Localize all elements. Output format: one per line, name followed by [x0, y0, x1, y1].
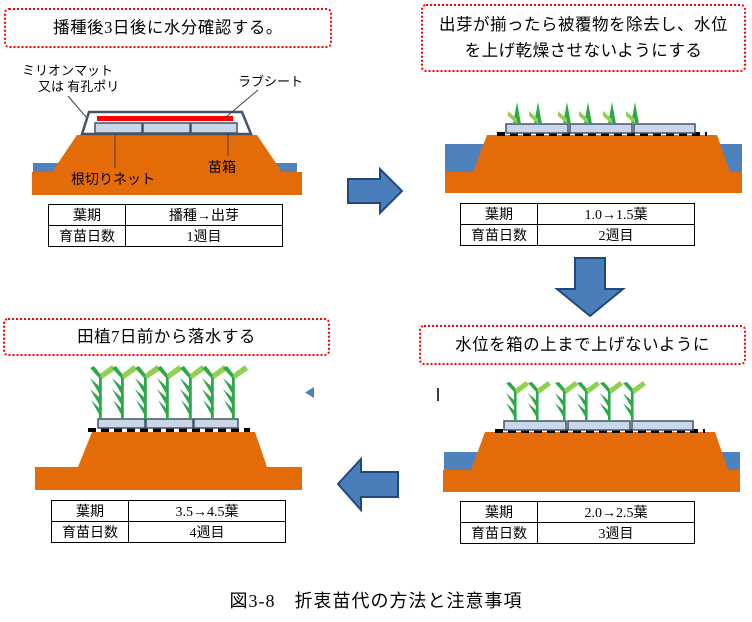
note-text: 田植7日前から落水する [77, 327, 256, 347]
seedbed-diagram-week3 [443, 381, 740, 492]
stray-triangle-mark [305, 387, 314, 398]
seedlings [506, 381, 646, 421]
note-text: 出芽が揃ったら被覆物を除去し、水位 [439, 15, 728, 35]
table-row: 育苗日数 4週目 [51, 521, 286, 543]
note-box-week1: 播種後3日後に水分確認する。 [4, 8, 332, 48]
soil-base [32, 172, 302, 195]
seedling-trays [505, 123, 696, 134]
table-cell-value: 1.0→1.5葉 [537, 203, 695, 225]
stray-mark [437, 388, 439, 401]
stage-table-week2: 葉期 1.0→1.5葉 育苗日数 2週目 [460, 203, 695, 246]
label-cover-mat-line1: ミリオンマット [22, 63, 114, 78]
table-row: 育苗日数 3週目 [460, 522, 695, 544]
table-cell-label: 葉期 [51, 500, 129, 522]
note-box-week3: 水位を箱の上まで上げないように [419, 325, 746, 365]
note-text: 水位を箱の上まで上げないように [455, 335, 710, 355]
label-root-cut-net: 根切りネット [71, 173, 155, 188]
table-cell-label: 育苗日数 [51, 521, 129, 543]
seedlings [90, 365, 248, 419]
table-cell-label: 育苗日数 [460, 522, 538, 544]
table-cell-label: 育苗日数 [48, 225, 126, 247]
seedling-trays [94, 122, 238, 134]
flow-arrow-left-icon [336, 457, 399, 513]
soil-mound [52, 135, 282, 172]
note-box-week2: 出芽が揃ったら被覆物を除去し、水位 を上げ乾燥させないようにする [421, 4, 746, 72]
soil-base [445, 172, 742, 193]
seedbed-diagram-week2 [445, 102, 742, 193]
note-text: 播種後3日後に水分確認する。 [53, 18, 283, 38]
table-row: 育苗日数 2週目 [460, 224, 695, 246]
label-cover-mat-line2: 又は 有孔ポリ [38, 79, 120, 94]
table-cell-value: 3.5→4.5葉 [128, 500, 286, 522]
seedbed-diagram-week4 [35, 365, 302, 490]
table-cell-label: 葉期 [48, 204, 126, 226]
seedling-trays [97, 418, 239, 429]
table-row: 葉期 3.5→4.5葉 [51, 500, 286, 522]
table-cell-value: 1週目 [125, 225, 283, 247]
note-box-week4: 田植7日前から落水する [3, 318, 330, 356]
table-cell-value: 4週目 [128, 521, 286, 543]
soil-mound [78, 432, 267, 467]
seedling-trays [503, 420, 694, 431]
soil-mound [473, 135, 730, 172]
table-cell-label: 葉期 [460, 501, 538, 523]
table-row: 葉期 2.0→2.5葉 [460, 501, 695, 523]
table-row: 葉期 播種→出芽 [48, 204, 283, 226]
table-cell-value: 播種→出芽 [125, 204, 283, 226]
label-love-sheet: ラブシート [238, 74, 304, 89]
note-text: を上げ乾燥させないようにする [464, 41, 703, 60]
soil-base [35, 467, 302, 490]
table-row: 葉期 1.0→1.5葉 [460, 203, 695, 225]
table-row: 育苗日数 1週目 [48, 225, 283, 247]
flow-arrow-right-icon [347, 167, 404, 215]
stage-table-week4: 葉期 3.5→4.5葉 育苗日数 4週目 [51, 500, 286, 543]
table-cell-label: 育苗日数 [460, 224, 538, 246]
leader-love-sheet [225, 89, 259, 118]
flow-arrow-down-icon [554, 257, 626, 318]
table-cell-label: 葉期 [460, 203, 538, 225]
soil-base [443, 470, 740, 492]
sprouts [508, 102, 639, 124]
stage-table-week1: 葉期 播種→出芽 育苗日数 1週目 [48, 204, 283, 247]
leader-cover-mat [67, 95, 87, 118]
water-left [33, 163, 77, 172]
label-seedling-tray: 苗箱 [208, 161, 236, 176]
soil-mound [471, 432, 728, 470]
stage-table-week3: 葉期 2.0→2.5葉 育苗日数 3週目 [460, 501, 695, 544]
seedbed-diagram-week1 [32, 89, 302, 195]
love-sheet [97, 116, 233, 121]
table-cell-value: 2週目 [537, 224, 695, 246]
figure-caption: 図3-8 折衷苗代の方法と注意事項 [229, 591, 523, 611]
table-cell-value: 2.0→2.5葉 [537, 501, 695, 523]
table-cell-value: 3週目 [537, 522, 695, 544]
